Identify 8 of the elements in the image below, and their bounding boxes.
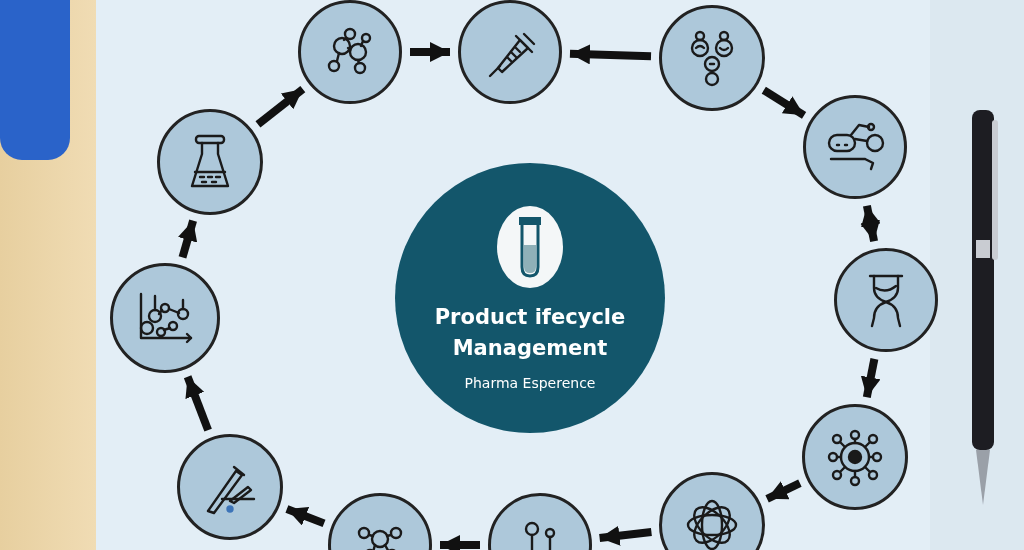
node-subtitle: Pharma Esperence	[464, 374, 596, 391]
arrow	[765, 479, 802, 503]
node-title: Product ifecycle Management	[433, 303, 627, 362]
arrow	[255, 85, 306, 128]
arrow	[183, 375, 212, 432]
arrow	[761, 86, 807, 119]
arrow	[177, 219, 198, 259]
arrow	[285, 505, 326, 528]
